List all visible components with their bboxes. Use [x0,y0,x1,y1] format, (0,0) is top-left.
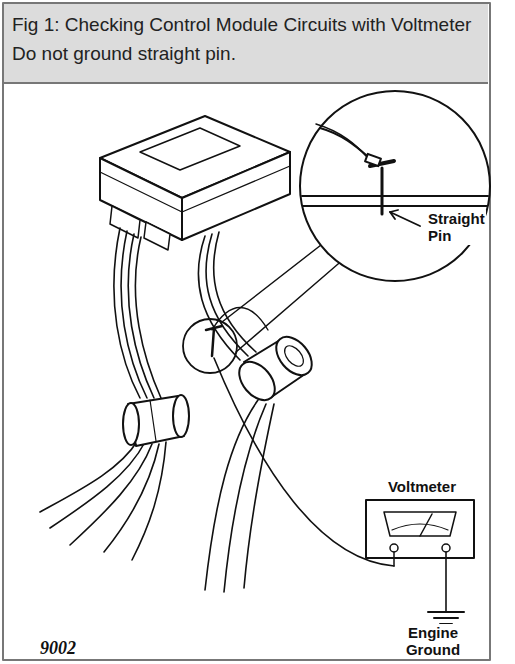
voltmeter-symbol [366,500,474,566]
figure-number: 9002 [40,638,100,659]
magnified-view [300,91,490,281]
harness-connector [232,330,319,407]
title-band: Fig 1: Checking Control Module Circuits … [4,4,488,84]
frame-border [3,3,490,660]
figure-title: Fig 1: Checking Control Module Circuits … [12,10,480,68]
detail-marker [183,319,237,373]
part-label: Voltmeter [376,478,468,495]
part-label: Straight Pin [428,210,486,245]
ground-symbol [428,552,464,624]
wire-harness [40,228,166,560]
wire-harness [198,232,274,592]
harness-connector [123,395,189,446]
magnify-leader [236,258,345,352]
magnify-leader [222,238,330,322]
control-module [100,116,290,250]
probe-lead [212,308,268,331]
part-label: Engine Ground [380,624,486,659]
